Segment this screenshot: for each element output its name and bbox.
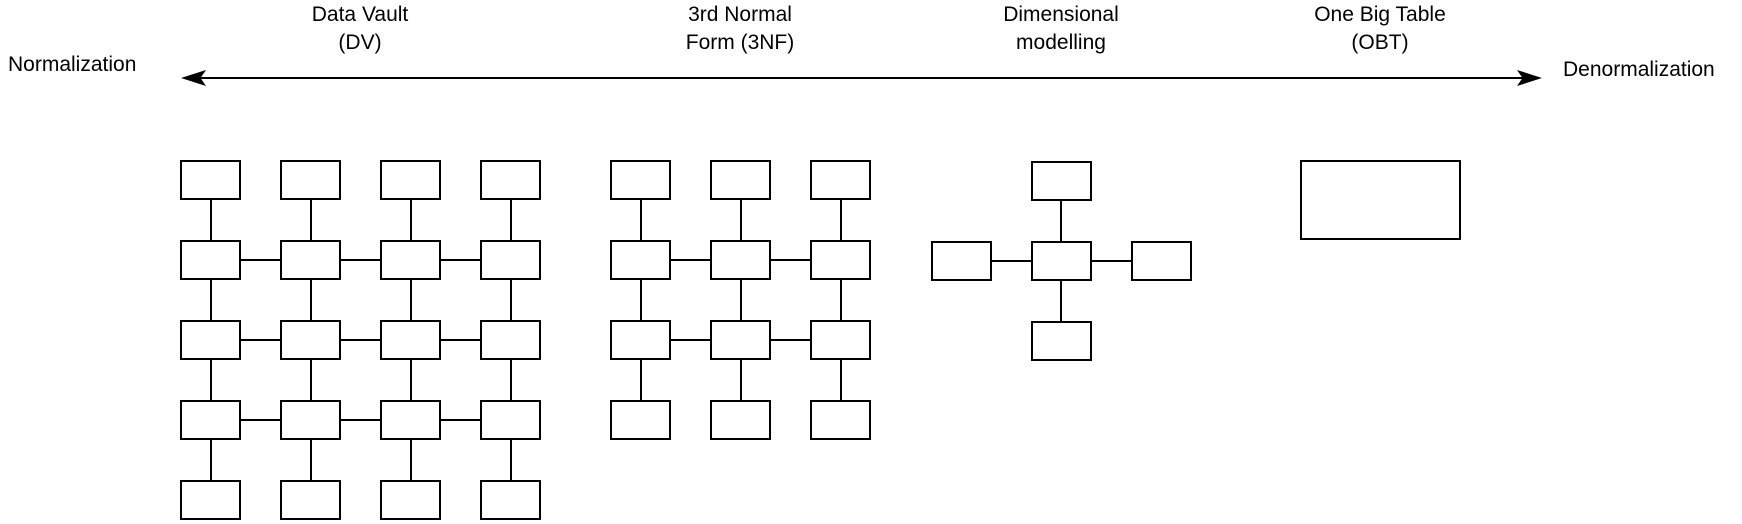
- connector-line: [241, 419, 280, 421]
- entity-box: [1030, 321, 1092, 361]
- entity-box: [380, 160, 441, 200]
- spectrum-label-data-vault: Data Vault (DV): [312, 1, 409, 57]
- spectrum-label-dimensional: Dimensional modelling: [1003, 1, 1119, 57]
- spectrum-label-obt: One Big Table (OBT): [1314, 1, 1446, 57]
- entity-box: [280, 320, 341, 360]
- entity-box: [710, 160, 771, 200]
- connector-line: [409, 280, 412, 320]
- entity-box: [810, 160, 871, 200]
- connector-line: [839, 200, 842, 240]
- connector-line: [671, 339, 710, 341]
- connector-line: [509, 280, 512, 320]
- entity-box: [380, 320, 441, 360]
- entity-box: [710, 240, 771, 280]
- connector-line: [509, 360, 512, 400]
- connector-line: [739, 280, 742, 320]
- connector-line: [409, 440, 412, 480]
- axis-label-denormalization: Denormalization: [1563, 58, 1715, 81]
- connector-line: [209, 200, 212, 240]
- connector-line: [639, 200, 642, 240]
- connector-line: [991, 260, 1031, 262]
- connector-line: [771, 339, 810, 341]
- connector-line: [241, 339, 280, 341]
- entity-box: [1130, 241, 1192, 281]
- entity-box: [280, 400, 341, 440]
- connector-line: [441, 259, 480, 261]
- connector-line: [739, 360, 742, 400]
- connector-line: [309, 440, 312, 480]
- entity-box: [480, 480, 541, 520]
- entity-box: [180, 480, 241, 520]
- entity-box: [810, 320, 871, 360]
- entity-box: [480, 160, 541, 200]
- connector-line: [241, 259, 280, 261]
- connector-line: [739, 200, 742, 240]
- entity-box: [610, 320, 671, 360]
- entity-box: [610, 400, 671, 440]
- spectrum-label-line2: (DV): [338, 31, 382, 54]
- connector-line: [1060, 281, 1062, 321]
- connector-line: [209, 280, 212, 320]
- entity-box: [180, 160, 241, 200]
- entity-box: [180, 400, 241, 440]
- entity-box: [380, 240, 441, 280]
- connector-line: [509, 440, 512, 480]
- connector-line: [209, 440, 212, 480]
- entity-box: [180, 320, 241, 360]
- spectrum-label-line2: (OBT): [1351, 31, 1409, 54]
- connector-line: [839, 360, 842, 400]
- connector-line: [309, 200, 312, 240]
- connector-line: [509, 200, 512, 240]
- entity-box: [480, 400, 541, 440]
- entity-box: [380, 480, 441, 520]
- connector-line: [441, 339, 480, 341]
- connector-line: [309, 280, 312, 320]
- connector-line: [441, 419, 480, 421]
- spectrum-label-line2: Form (3NF): [685, 31, 795, 54]
- spectrum-label-line1: One Big Table: [1314, 3, 1446, 26]
- connector-line: [639, 280, 642, 320]
- connector-line: [671, 259, 710, 261]
- connector-line: [341, 259, 380, 261]
- entity-box: [1030, 241, 1092, 281]
- entity-box: [280, 160, 341, 200]
- entity-box: [480, 240, 541, 280]
- connector-line: [1091, 260, 1131, 262]
- entity-box: [810, 400, 871, 440]
- entity-box: [810, 240, 871, 280]
- connector-line: [409, 200, 412, 240]
- connector-line: [341, 419, 380, 421]
- connector-line: [209, 360, 212, 400]
- spectrum-label-line1: 3rd Normal: [688, 3, 792, 26]
- entity-box: [280, 240, 341, 280]
- connector-line: [839, 280, 842, 320]
- spectrum-arrow-shaft: [199, 77, 1524, 79]
- entity-box: [610, 240, 671, 280]
- entity-box: [280, 480, 341, 520]
- spectrum-label-line1: Data Vault: [311, 3, 409, 26]
- connector-line: [309, 360, 312, 400]
- entity-box: [930, 241, 992, 281]
- entity-box: [710, 320, 771, 360]
- entity-box: [710, 400, 771, 440]
- entity-box: [610, 160, 671, 200]
- connector-line: [1060, 201, 1062, 241]
- one-big-table-box: [1300, 160, 1461, 240]
- connector-line: [341, 339, 380, 341]
- entity-box: [480, 320, 541, 360]
- axis-label-normalization: Normalization: [8, 53, 137, 76]
- entity-box: [180, 240, 241, 280]
- entity-box: [380, 400, 441, 440]
- connector-line: [409, 360, 412, 400]
- spectrum-label-3nf: 3rd Normal Form (3NF): [686, 1, 795, 57]
- spectrum-label-line1: Dimensional: [1003, 3, 1119, 26]
- connector-line: [771, 259, 810, 261]
- spectrum-label-line2: modelling: [1016, 31, 1106, 54]
- connector-line: [639, 360, 642, 400]
- entity-box: [1030, 161, 1092, 201]
